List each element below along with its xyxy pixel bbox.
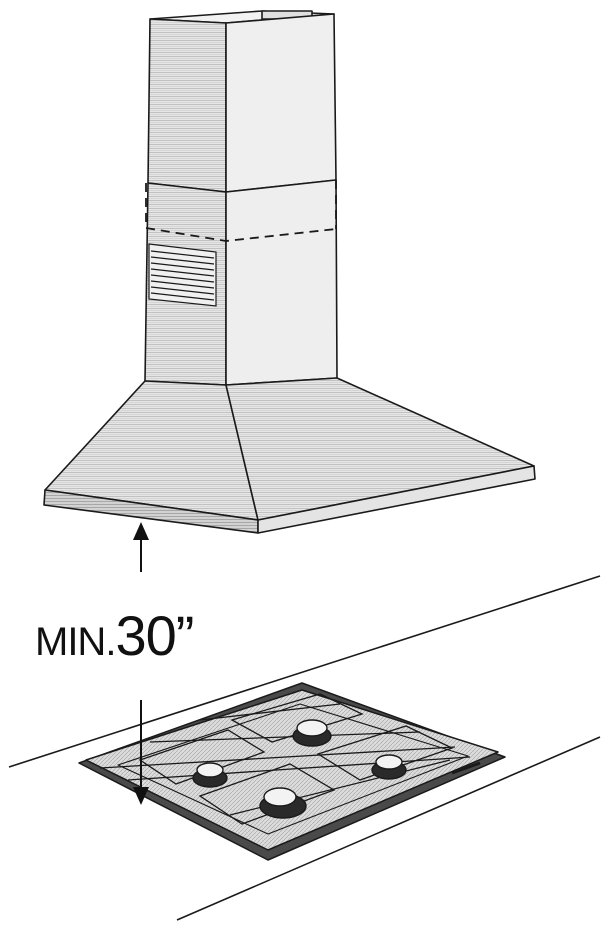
vent-slat <box>150 280 215 289</box>
vent-slat <box>150 268 215 277</box>
burner-cap <box>263 787 297 807</box>
chimney <box>144 10 338 386</box>
down-arrow-head <box>133 787 149 805</box>
vent-grille-frame <box>148 243 217 307</box>
grate-bar <box>199 703 341 721</box>
vent-slat <box>150 292 215 301</box>
burner-cap <box>196 762 224 778</box>
minimum-distance-label: MIN.30” <box>35 608 194 664</box>
countertop <box>8 575 601 921</box>
vent-slat <box>150 286 215 295</box>
burner-cap <box>296 719 328 737</box>
chimney-lower-right <box>225 179 338 386</box>
vent-slat <box>150 262 215 271</box>
burner-front-left <box>192 762 228 788</box>
canopy-lip-right <box>257 465 536 534</box>
burner-front-center <box>259 787 307 819</box>
vent-slat <box>150 250 215 259</box>
up-arrow-head <box>133 522 149 540</box>
burner-back-center <box>292 719 332 747</box>
vent-grille <box>148 243 217 307</box>
vent-slat <box>150 256 215 265</box>
cooktop-burners <box>192 719 407 819</box>
vent-slat <box>150 274 215 283</box>
chimney-upper-right <box>225 13 337 193</box>
grate-bar <box>127 756 471 781</box>
burner-back-right <box>371 754 407 780</box>
grate-front-left <box>198 763 336 825</box>
countertop-back-edge <box>8 575 601 768</box>
up-arrow-icon <box>133 522 149 572</box>
overlap-dashed-line <box>145 227 337 242</box>
grate-back-right <box>230 693 364 743</box>
hood-canopy <box>43 377 536 534</box>
countertop-front-edge <box>176 736 601 921</box>
control-strip <box>451 761 481 775</box>
down-arrow-icon <box>133 700 149 805</box>
minimum-prefix: MIN. <box>35 620 116 664</box>
grate-bar <box>99 746 456 769</box>
grate-front-right <box>316 725 454 781</box>
grate-bar <box>149 731 421 743</box>
burner-cap <box>375 754 403 770</box>
cooktop-surface <box>85 689 499 851</box>
chimney-upper-left <box>147 18 227 193</box>
minimum-distance-value: 30” <box>115 604 194 667</box>
